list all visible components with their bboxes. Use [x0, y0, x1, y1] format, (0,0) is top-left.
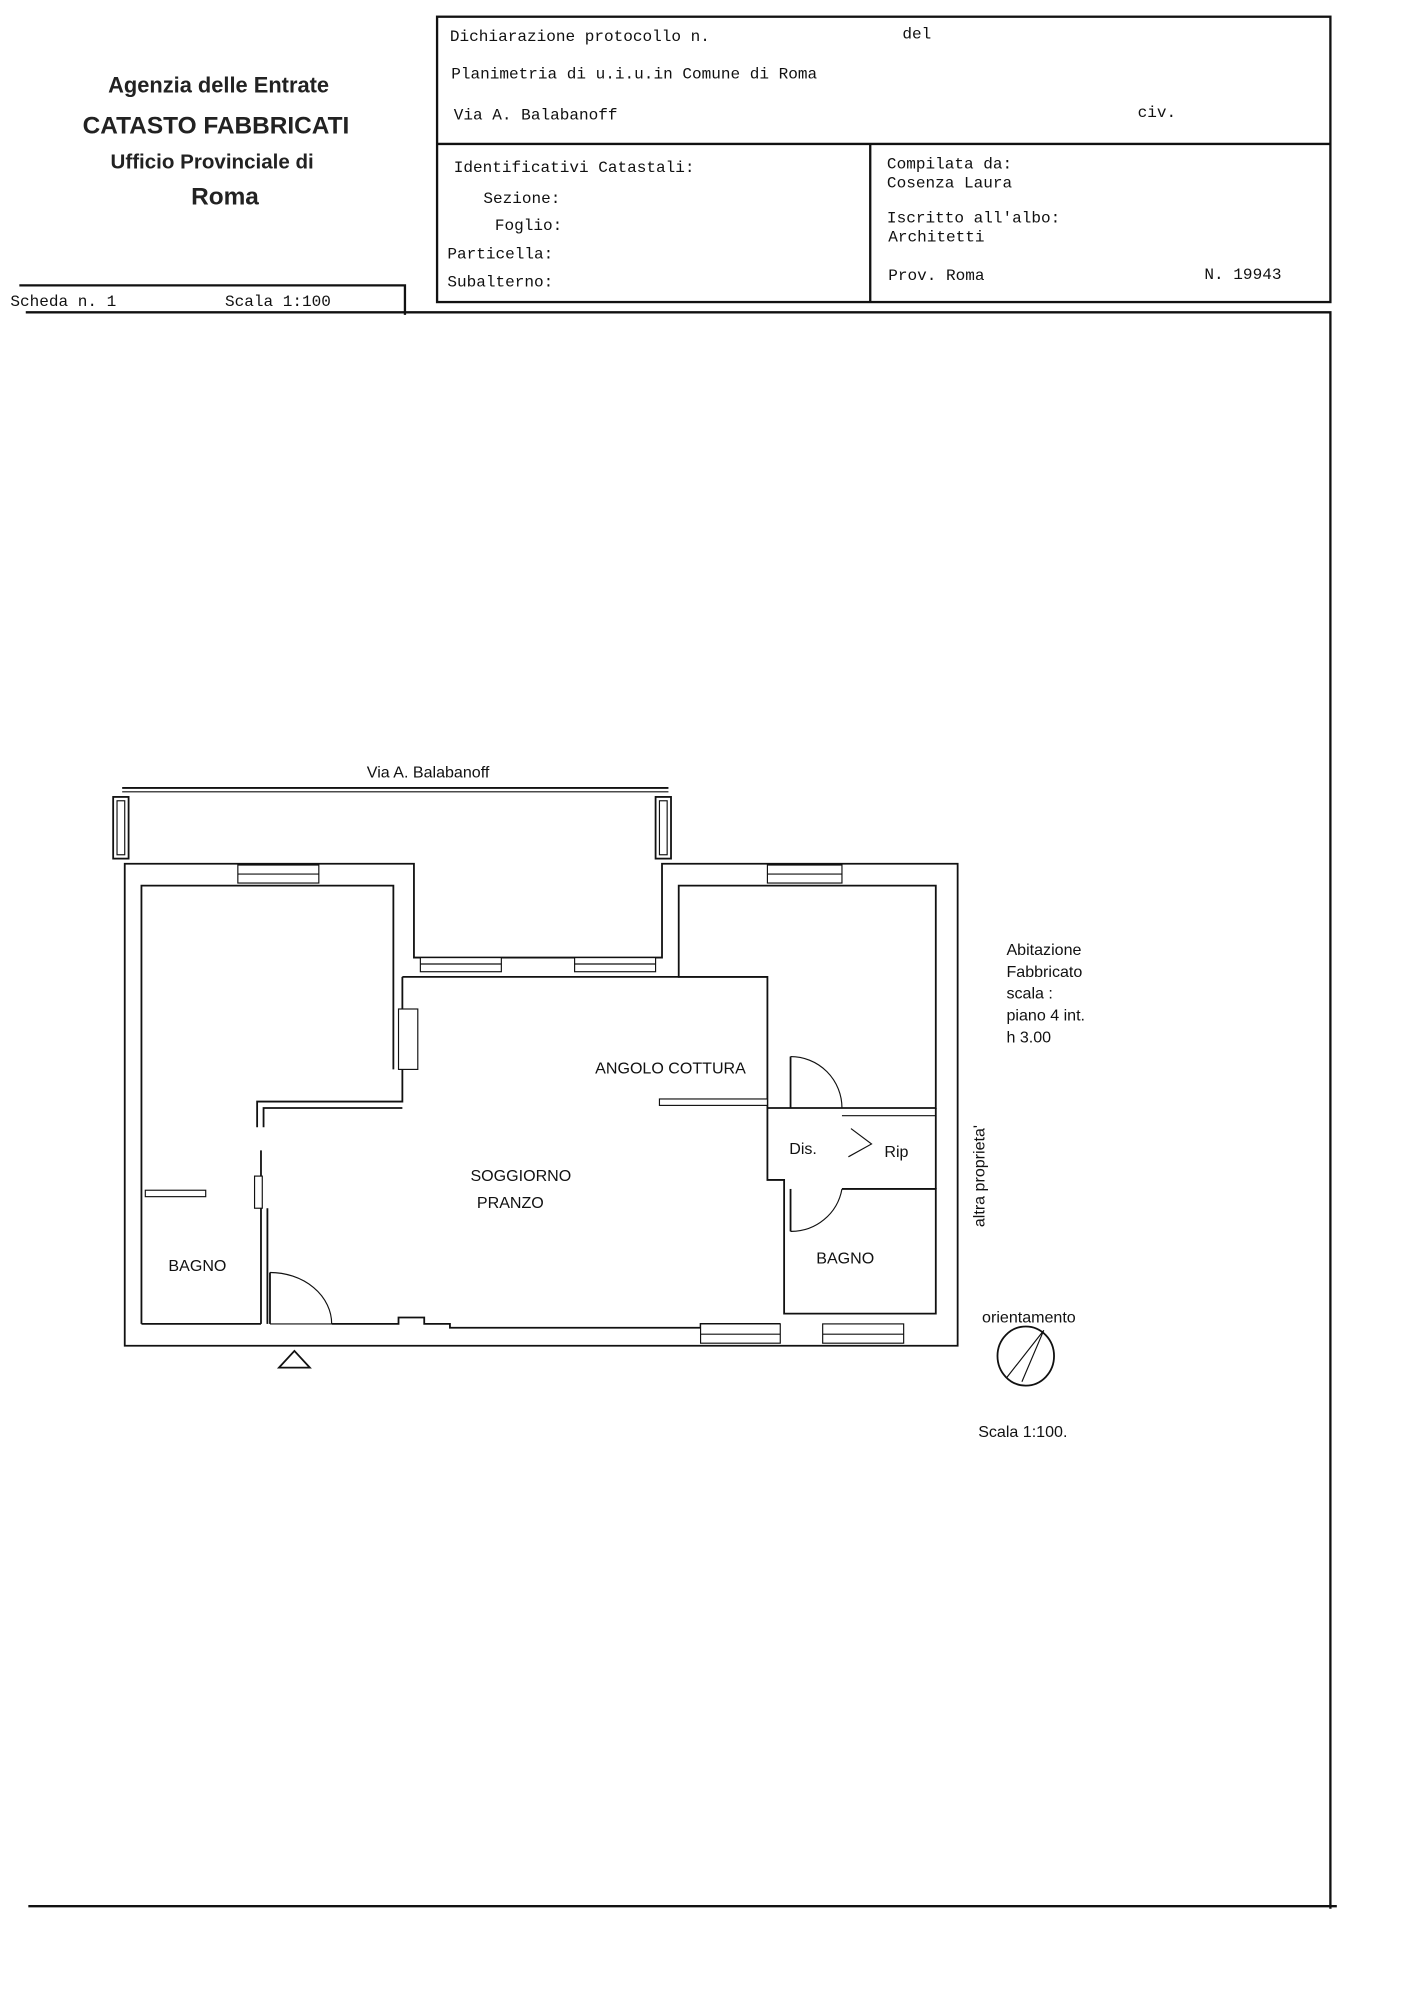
outer-wall	[123, 862, 959, 1347]
balcony	[112, 787, 672, 860]
identificativi-label: Identificativi Catastali:	[454, 159, 695, 177]
entrance-arrow-icon	[276, 1349, 312, 1369]
subalterno-label: Subalterno:	[447, 274, 553, 292]
entry-door	[269, 1271, 333, 1325]
albo-name: Architetti	[888, 229, 984, 247]
declaration-label: Dichiarazione protocollo n.	[450, 28, 710, 46]
neighbor-label: altra proprieta'	[971, 1125, 989, 1227]
room-living: SOGGIORNO	[470, 1167, 571, 1185]
compilata-name: Cosenza Laura	[887, 175, 1013, 193]
info-line: h 3.00	[1006, 1028, 1051, 1046]
room-bath-right: BAGNO	[816, 1249, 874, 1267]
scheda-scale: Scala 1:100	[225, 293, 331, 311]
orientation-label: orientamento	[982, 1309, 1076, 1327]
drawing-frame	[25, 311, 1332, 1909]
registration-number: N. 19943	[1204, 266, 1281, 284]
room-dining: PRANZO	[477, 1194, 544, 1212]
header-border	[435, 15, 1332, 304]
windows	[237, 864, 905, 1344]
kitchen-counter	[658, 1098, 768, 1106]
planimetria-text: Planimetria di u.i.u.in Comune di Roma	[451, 65, 817, 83]
iscritto-label: Iscritto all'albo:	[887, 209, 1060, 227]
bedroom-left-walls	[140, 884, 395, 1324]
room-bath-left: BAGNO	[168, 1257, 226, 1275]
foglio-label: Foglio:	[495, 217, 562, 235]
rip-door-icon	[848, 1128, 873, 1158]
civ-label: civ.	[1138, 104, 1177, 122]
living-walls	[402, 975, 769, 1108]
info-line: Abitazione	[1006, 941, 1081, 959]
office-name: Ufficio Provinciale di	[111, 150, 314, 173]
info-line: Fabbricato	[1006, 963, 1082, 981]
north-arrow-icon	[996, 1325, 1055, 1387]
room-dis: Dis.	[789, 1140, 817, 1158]
info-line: piano 4 int.	[1006, 1007, 1085, 1025]
room-kitchen: ANGOLO COTTURA	[595, 1059, 746, 1077]
wall-niche	[397, 1008, 419, 1070]
compilata-label: Compilata da:	[887, 155, 1012, 173]
agency-logo-block: Agenzia delle Entrate CATASTO FABBRICATI…	[83, 73, 350, 211]
sezione-label: Sezione:	[483, 190, 560, 208]
prov-text: Prov. Roma	[888, 267, 985, 285]
bedroom-right-walls	[677, 884, 937, 1109]
plan-scale: Scala 1:100.	[978, 1423, 1067, 1441]
agency-name: Agenzia delle Entrate	[108, 73, 329, 98]
room-rip: Rip	[884, 1143, 908, 1161]
unit-info: Abitazione Fabbricato scala : piano 4 in…	[1006, 941, 1085, 1046]
particella-label: Particella:	[447, 245, 553, 263]
bath-door-arc	[790, 1188, 843, 1232]
bath-partition	[144, 1189, 207, 1198]
dept-name: CATASTO FABBRICATI	[83, 113, 350, 140]
address-text: Via A. Balabanoff	[454, 107, 618, 125]
office-city: Roma	[191, 183, 259, 210]
info-line: scala :	[1006, 985, 1052, 1003]
floor-plan: Via A. Balabanoff	[112, 764, 1085, 1441]
header-box: Dichiarazione protocollo n. del Planimet…	[435, 15, 1332, 304]
scheda-border	[19, 284, 407, 315]
bedroom-left-partition	[256, 976, 404, 1128]
kitchen-door-arc	[790, 1055, 843, 1108]
scheda-number: Scheda n. 1	[10, 293, 116, 311]
street-label: Via A. Balabanoff	[367, 764, 490, 782]
scheda-box: Scheda n. 1 Scala 1:100	[10, 284, 407, 315]
del-label: del	[902, 26, 931, 44]
